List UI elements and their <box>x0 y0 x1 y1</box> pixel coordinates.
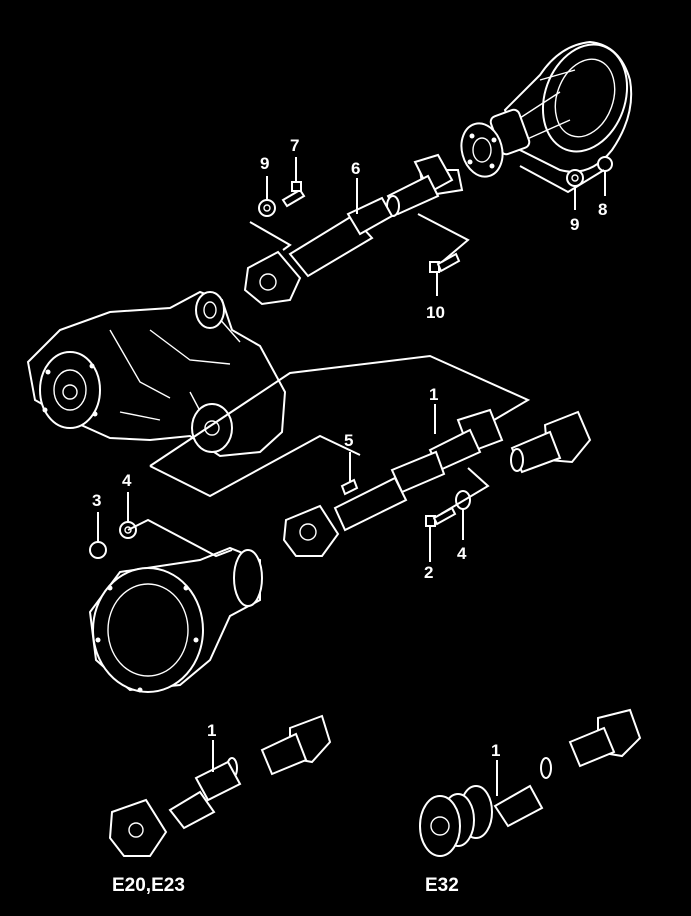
rear-differential-housing <box>489 40 633 173</box>
variant-shaft-e20-e23 <box>108 714 332 857</box>
callout-7: 7 <box>290 136 300 155</box>
front-differential-housing <box>88 546 263 693</box>
variant-label-e32: E32 <box>425 875 459 896</box>
callout-4-left: 4 <box>122 471 132 490</box>
callout-5: 5 <box>344 431 354 450</box>
front-propeller-shaft <box>282 408 592 557</box>
callout-3: 3 <box>92 491 102 510</box>
rear-flange <box>460 122 504 178</box>
transfer-case <box>26 290 287 458</box>
callout-8: 8 <box>598 200 608 219</box>
callout-1-e20-e23: 1 <box>207 721 217 740</box>
callout-2: 2 <box>424 563 434 582</box>
callout-9-right: 9 <box>570 215 580 234</box>
callout-10: 10 <box>426 303 445 322</box>
callout-9-upper: 9 <box>260 154 270 173</box>
variant-shaft-e32 <box>419 708 642 857</box>
callout-1-e32: 1 <box>491 741 501 760</box>
rear-propeller-shaft <box>243 153 464 306</box>
callout-1-front-shaft: 1 <box>429 385 439 404</box>
callout-4-right: 4 <box>457 544 467 563</box>
variant-label-e20-e23: E20,E23 <box>112 875 185 896</box>
leader-lines <box>97 157 606 796</box>
callout-6: 6 <box>351 159 361 178</box>
